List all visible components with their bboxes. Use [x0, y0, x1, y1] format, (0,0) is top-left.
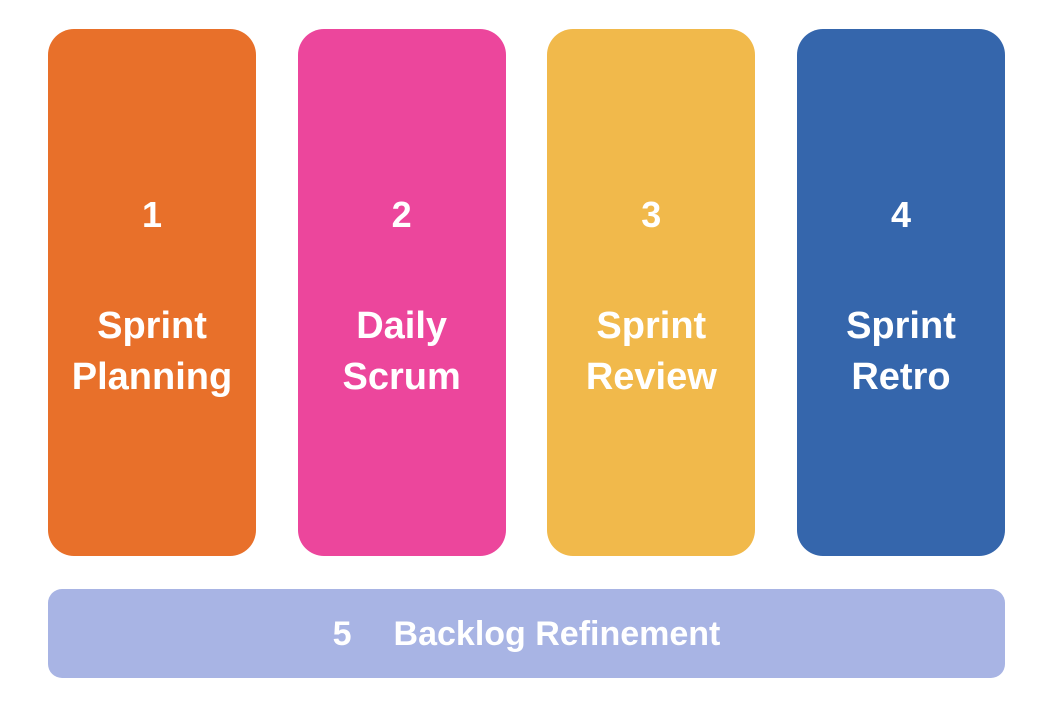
- event-card-label: Sprint Retro: [846, 305, 956, 398]
- backlog-refinement-number: 5: [332, 614, 352, 653]
- event-card-number: 2: [391, 194, 412, 235]
- backlog-refinement-label: Backlog Refinement: [393, 614, 721, 653]
- backlog-refinement-bar[interactable]: 5 Backlog Refinement: [48, 589, 1005, 678]
- event-card-number: 1: [141, 194, 163, 235]
- event-card-sprint-review[interactable]: 3 Sprint Review: [547, 29, 756, 556]
- event-card-sprint-planning[interactable]: 1 Sprint Planning: [48, 29, 256, 556]
- event-card-sprint-retro[interactable]: 4 Sprint Retro: [796, 29, 1005, 556]
- event-card-number: 3: [641, 194, 662, 235]
- event-card-label: Sprint Planning: [71, 305, 233, 398]
- event-card-number: 4: [890, 194, 911, 235]
- event-card-label: Sprint Review: [585, 305, 717, 398]
- event-cards-row: 1 Sprint Planning 2 Daily Scrum 3 Sprint…: [48, 29, 1005, 556]
- event-card-daily-scrum[interactable]: 2 Daily Scrum: [297, 29, 506, 556]
- event-card-label: Daily Scrum: [342, 305, 461, 398]
